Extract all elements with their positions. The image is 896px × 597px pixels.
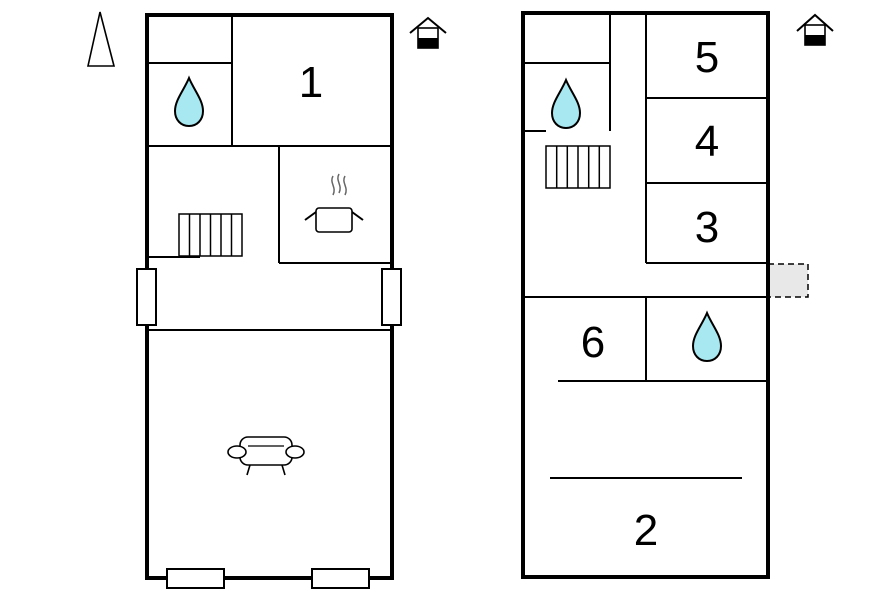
cooking-pot-icon bbox=[304, 173, 364, 233]
balcony bbox=[767, 263, 809, 298]
stairs-icon bbox=[178, 213, 243, 257]
room-label-3: 3 bbox=[695, 203, 719, 252]
window-right bbox=[381, 268, 402, 326]
window-bottom-right bbox=[311, 568, 370, 589]
house-entrance-icon bbox=[796, 13, 834, 46]
water-drop-icon bbox=[691, 310, 723, 363]
room-label-5: 5 bbox=[695, 33, 719, 82]
window-bottom-left bbox=[166, 568, 225, 589]
water-drop-icon bbox=[550, 77, 582, 130]
north-arrow-icon bbox=[87, 11, 116, 67]
water-drop-icon bbox=[173, 75, 205, 128]
room-label-6: 6 bbox=[581, 318, 605, 367]
window-left bbox=[136, 268, 157, 326]
sofa-icon bbox=[227, 436, 305, 476]
house-entrance-icon bbox=[409, 16, 447, 49]
ground-floor-plan: 1 bbox=[87, 11, 447, 589]
room-label-2: 2 bbox=[634, 506, 658, 555]
stairs-icon bbox=[545, 145, 611, 189]
room-label-4: 4 bbox=[695, 117, 719, 166]
room-label-1: 1 bbox=[299, 58, 323, 107]
upper-floor-plan: 5 4 3 6 2 bbox=[521, 11, 834, 579]
